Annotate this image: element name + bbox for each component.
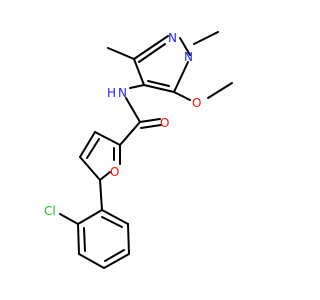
bond-ph-c2-c3 (77, 223, 80, 255)
bond-ph-c2-c3-double (83, 227, 86, 252)
bond-n1-c5 (173, 61, 189, 93)
bond-c4-c3 (133, 58, 145, 86)
bond-ph-c1-c2 (77, 209, 103, 225)
bond-n-c-carbonyl (125, 97, 141, 123)
bond-ph-cl (59, 213, 79, 225)
bond-ph-c6-c1 (101, 209, 129, 225)
bond-furan-c2-c3 (94, 131, 121, 146)
bond-furan-c5-o (99, 171, 111, 181)
bond-furan-c3-c4-double (86, 138, 100, 159)
bond-furan-c4-c5 (79, 156, 101, 181)
bond-c3-methyl (107, 47, 135, 60)
bond-c5-c4 (143, 84, 175, 93)
bond-ph-c4-c5-double (104, 249, 125, 262)
bond-ph-c5-c6 (127, 223, 130, 255)
bond-carbonyl-furan (119, 121, 141, 146)
bond-ph-c6-c1-double (101, 216, 123, 228)
bond-furan-phenyl (99, 179, 103, 211)
atoms: N N N H O O O Cl (44, 31, 201, 218)
bond-c3-n2 (133, 35, 169, 60)
atom-h-amide: H (107, 86, 116, 100)
bond-o-methyl (207, 82, 233, 99)
bond-furan-c3-c4 (79, 131, 96, 158)
bond-c4-n (129, 84, 145, 89)
bond-ph-c3-c4 (78, 253, 105, 269)
bond-n2-n1 (179, 37, 191, 56)
bond-c-o-carbonyl-double (140, 124, 162, 129)
bond-c5-o (173, 91, 191, 101)
atom-o-methoxy: O (192, 96, 201, 110)
atom-chlorine: Cl (44, 204, 56, 218)
atom-o-carbonyl: O (160, 116, 169, 130)
atom-o-furan: O (110, 165, 119, 179)
atom-n-pyrazole-1: N (184, 50, 193, 64)
bond-ph-c4-c5 (103, 253, 130, 269)
atom-n-pyrazole-2: N (168, 31, 177, 45)
molecule-diagram: N N N H O O O Cl (44, 31, 233, 269)
bond-c5-c4-double (147, 80, 170, 87)
bond-c3-n2-double (138, 43, 166, 63)
bond-c-o-carbonyl (139, 118, 161, 123)
bond-n1-methyl (193, 31, 219, 45)
bonds (59, 31, 233, 269)
atom-n-amide: N (118, 86, 127, 100)
